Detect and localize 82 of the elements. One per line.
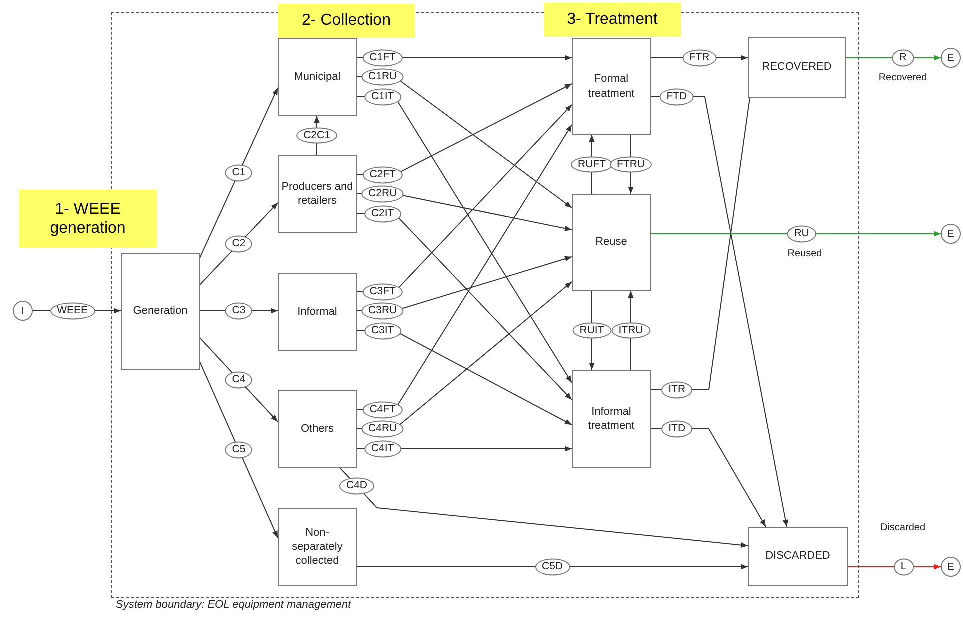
stage-heading [278, 4, 415, 38]
edge-label: RUIT [572, 322, 612, 339]
node-label: Municipal [294, 70, 341, 84]
arrow [356, 124, 572, 410]
node-label: E [948, 562, 954, 572]
edge-label: C3FT [362, 284, 403, 300]
edge-label: C2 [225, 236, 253, 252]
process-box [278, 273, 357, 351]
process-box [748, 37, 846, 98]
arrow [200, 88, 278, 258]
process-box [572, 370, 651, 468]
process-box [278, 390, 357, 468]
flow-arrow [650, 231, 942, 237]
edge-label: C5 [225, 442, 253, 458]
arrow [356, 564, 748, 570]
edge-label: C4RU [362, 420, 404, 438]
edge-label: C5D [535, 558, 570, 576]
boundary-caption: System boundary: EOL equipment management [116, 599, 352, 611]
edge-label: FTR [682, 50, 717, 66]
edge-label: C3IT [364, 322, 402, 340]
edge-label: ITRU [612, 322, 650, 339]
process-box [278, 508, 357, 586]
flow-caption: Reused [788, 248, 822, 260]
edge-label: C1RU [362, 68, 404, 86]
node-label: Non-separately collected [291, 526, 344, 568]
process-box [121, 253, 200, 370]
process-box [572, 38, 651, 135]
node-label: 2- Collection [302, 11, 391, 31]
node-label: Informal treatment [587, 404, 636, 434]
edge-label: C2C1 [296, 127, 338, 144]
stage-heading [544, 3, 681, 37]
flow-caption: Recovered [878, 72, 928, 84]
process-box [572, 194, 651, 291]
edge-label: RUFT [571, 156, 613, 173]
node-label: 1- WEEE generation [49, 200, 127, 238]
node-label: E [948, 52, 954, 64]
terminal-circle [941, 557, 961, 577]
edge-label: RU [787, 226, 816, 242]
edge-label: C1FT [362, 50, 403, 66]
node-label: E [948, 228, 954, 240]
node-label: Informal [298, 304, 338, 320]
edge-label: C2FT [362, 166, 403, 184]
edge-label: R [892, 50, 914, 66]
edge-label: ITR [662, 382, 693, 398]
edge-label: C3RU [362, 302, 404, 320]
edge-label: C4D [340, 478, 374, 494]
edge-label: C1 [225, 164, 253, 182]
arrow [200, 362, 278, 538]
process-box [278, 155, 357, 233]
edge-label: C4IT [364, 440, 402, 458]
edge-label: L [894, 558, 914, 576]
terminal-circle [941, 48, 961, 68]
terminal-circle [13, 301, 33, 321]
node-label: 3- Treatment [567, 10, 658, 30]
edge-label: FTRU [610, 156, 652, 173]
arrow [356, 96, 572, 384]
flow-arrow [848, 564, 942, 570]
edge-label: C4 [225, 372, 253, 388]
arrow [650, 96, 788, 528]
arrow [340, 468, 748, 548]
edge-label: C4FT [362, 402, 403, 418]
node-label: DISCARDED [766, 549, 830, 564]
terminal-circle [941, 224, 961, 244]
flow-arrow [846, 55, 942, 61]
node-label: Reuse [596, 235, 628, 250]
node-label: Others [300, 422, 334, 436]
node-label: RECOVERED [762, 60, 832, 75]
process-box [748, 527, 848, 586]
stage-heading [19, 190, 157, 248]
edge-label: C3 [225, 302, 253, 320]
node-label: Generation [133, 304, 188, 319]
edge-label: WEEE [50, 302, 96, 320]
edge-label: C1IT [364, 88, 402, 106]
node-label: I [22, 306, 24, 316]
flow-caption: Discarded [880, 522, 926, 534]
node-label: Producers and retailers [281, 180, 354, 208]
process-box [278, 38, 357, 116]
edge-label: FTD [660, 88, 694, 106]
node-label: Formal treatment [587, 72, 636, 101]
edge-label: ITD [662, 420, 693, 438]
edge-label: C2RU [362, 186, 404, 202]
edge-label: C2IT [364, 206, 402, 222]
